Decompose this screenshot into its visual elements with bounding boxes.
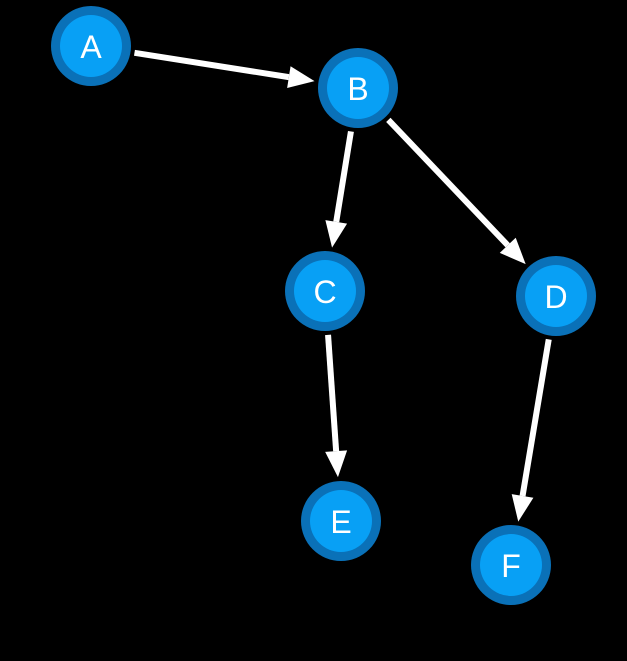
node-fill [60, 15, 122, 77]
edge-d-to-f[interactable] [511, 338, 552, 522]
node-fill [327, 57, 389, 119]
graph-node-f[interactable]: F [471, 525, 551, 605]
node-fill [480, 534, 542, 596]
edge-a-to-b[interactable] [133, 49, 315, 88]
graph-node-a[interactable]: A [51, 6, 131, 86]
node-fill [294, 260, 356, 322]
nodes-layer: A B C D E F [51, 6, 596, 605]
edge-shaft [386, 117, 510, 248]
arrowhead-icon [499, 237, 526, 265]
edge-shaft [325, 334, 340, 452]
graph-node-e[interactable]: E [301, 481, 381, 561]
graph-node-b[interactable]: B [318, 48, 398, 128]
edge-shaft [333, 130, 354, 223]
graph-node-c[interactable]: C [285, 251, 365, 331]
node-fill [310, 490, 372, 552]
arrowhead-icon [287, 66, 315, 88]
edge-shaft [519, 338, 552, 497]
edge-b-to-d[interactable] [386, 117, 526, 265]
edges-layer [133, 49, 552, 522]
graph-node-d[interactable]: D [516, 256, 596, 336]
edge-c-to-e[interactable] [325, 334, 348, 478]
arrowhead-icon [511, 494, 534, 522]
edge-b-to-c[interactable] [325, 130, 354, 248]
arrowhead-icon [325, 450, 348, 478]
edge-shaft [133, 49, 290, 81]
arrowhead-icon [325, 220, 348, 248]
node-fill [525, 265, 587, 327]
